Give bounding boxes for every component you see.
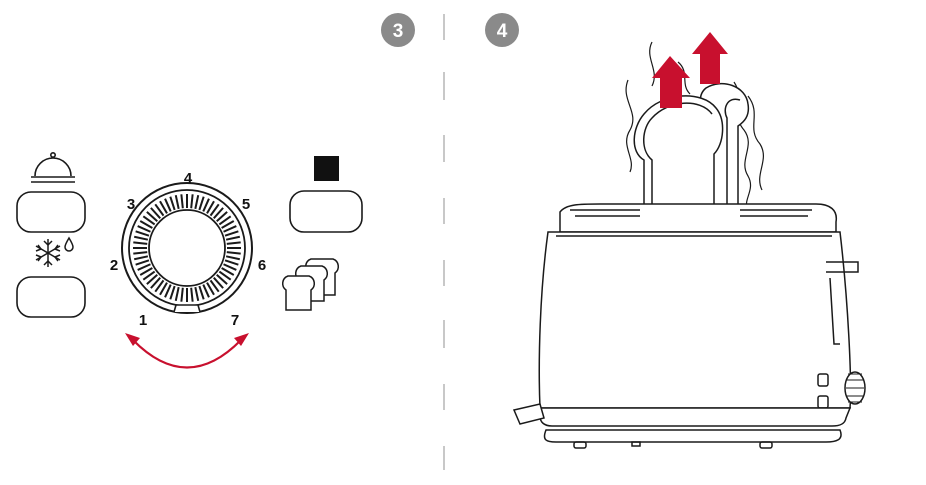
dial-grip-tick (223, 263, 237, 271)
dial-grip-tick (216, 274, 228, 285)
dial-grip-tick (137, 225, 151, 233)
dial-grip-tick (133, 251, 148, 255)
dial-grip-tick (133, 241, 148, 245)
dial-grip-tick (180, 287, 184, 302)
step-4-label: 4 (497, 21, 508, 42)
step-4-badge: 4 (485, 13, 519, 47)
cancel-stop-icon (314, 156, 339, 181)
dial-grip-tick (169, 196, 176, 211)
dial-grip-tick (190, 287, 194, 302)
dial-pointer (173, 304, 201, 313)
dial-grip-tick (139, 267, 153, 276)
dial-grip-tick (164, 284, 172, 298)
dial-grip-tick (150, 207, 161, 219)
dial-grip-tick (159, 200, 168, 214)
dial-setting-7: 7 (231, 312, 239, 329)
dial-grip-tick (198, 285, 205, 300)
dial-grip-tick (159, 282, 168, 296)
dial-grip-tick (137, 263, 151, 271)
dial-grip-tick (209, 279, 220, 293)
dial-grip-tick (190, 194, 194, 209)
dial-grip-tick (154, 203, 165, 217)
defrost-icon (35, 236, 74, 267)
step-3-label: 3 (393, 21, 404, 42)
dial-grip-tick (206, 282, 215, 296)
dial-grip-tick (216, 211, 228, 222)
toaster-dial-knob (844, 371, 866, 405)
dial-grip-tick (226, 251, 241, 255)
dial-grip-tick (194, 194, 200, 210)
dial-setting-4: 4 (184, 170, 193, 187)
dial-grip-tick (150, 277, 161, 289)
dial-grip-tick (221, 267, 235, 276)
dial-setting-2: 2 (110, 257, 118, 274)
dial-grip-tick (142, 270, 156, 281)
dial-grip-tick (142, 215, 156, 226)
dial-grip-tick (218, 270, 232, 281)
dial-grip-tick (206, 200, 215, 214)
dial-grip-tick (218, 215, 232, 226)
dial-grip-tick (198, 196, 205, 211)
dial-grip-tick (225, 235, 241, 241)
rotation-arrow-icon (125, 333, 249, 369)
dial-grip-tick (164, 198, 172, 212)
defrost-button (16, 236, 86, 318)
dial-grip-tick (209, 203, 220, 217)
dial-setting-3: 3 (127, 196, 135, 213)
step-3-badge: 3 (381, 13, 415, 47)
dial-setting-1: 1 (139, 312, 147, 329)
dial-grip-tick (202, 284, 210, 298)
dial-grip-tick (169, 285, 176, 300)
dial-grip-tick (154, 279, 165, 293)
reheat-button (16, 152, 86, 233)
dial-grip-tick (174, 194, 180, 210)
dial-setting-6: 6 (258, 257, 266, 274)
dial-setting-5: 5 (242, 196, 250, 213)
dial-grip-tick (223, 225, 237, 233)
dial-grip-tick (224, 259, 239, 266)
dial-grip-tick (180, 194, 184, 209)
toaster-illustration (512, 32, 866, 449)
dial-grip-tick (174, 286, 180, 302)
cancel-button (289, 156, 363, 233)
dial-grip-tick (139, 220, 153, 229)
dial-grip-tick (146, 211, 158, 222)
dial-grip-tick (221, 220, 235, 229)
dial-grip-tick (135, 259, 150, 266)
dial-grip-tick (213, 207, 224, 219)
reheat-icon (31, 152, 75, 183)
dial-grip-tick (224, 230, 239, 237)
browning-dial (121, 182, 253, 314)
toast-slices-icon (282, 258, 339, 311)
dial-grip-tick (133, 235, 149, 241)
dial-grip-tick (202, 198, 210, 212)
dial-grip-tick (135, 230, 150, 237)
dial-grip-tick (213, 277, 224, 289)
dial-grip-ticks (133, 194, 241, 302)
dial-grip-tick (225, 255, 241, 261)
dial-grip-tick (146, 274, 158, 285)
dial-grip-tick (194, 286, 200, 302)
dial-grip-tick (226, 241, 241, 245)
dial-grip-tick (133, 255, 149, 261)
toast-up-arrow-icons (652, 32, 728, 108)
